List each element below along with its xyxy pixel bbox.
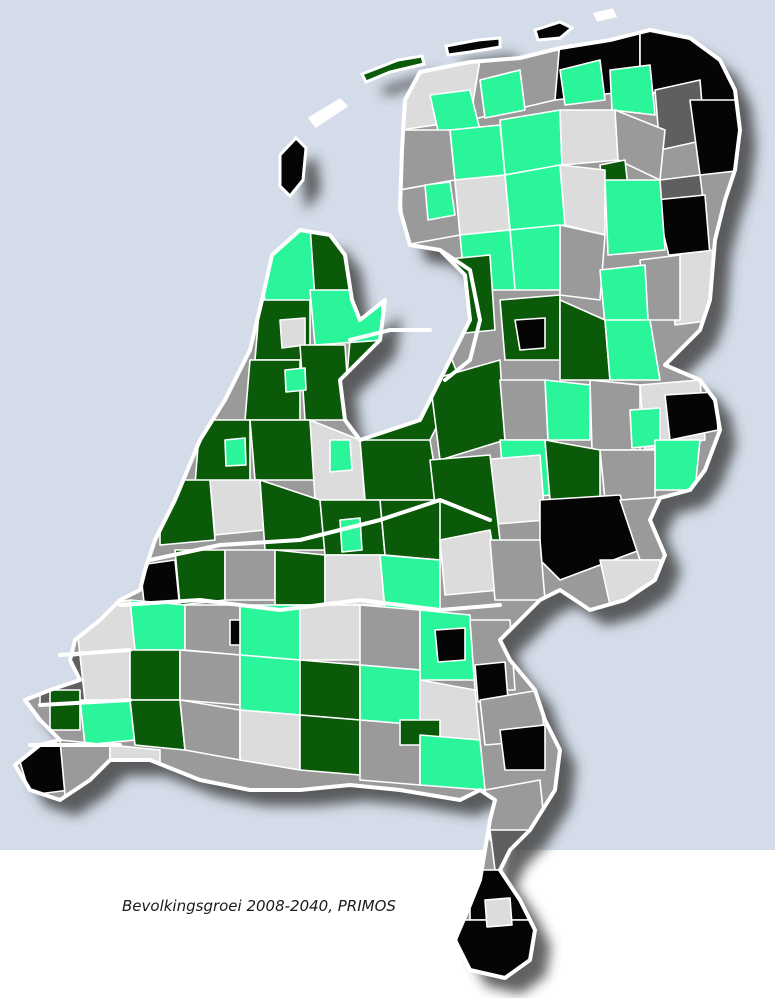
island-texel (278, 135, 308, 199)
mainland (13, 28, 742, 980)
wadden-islands (278, 8, 618, 199)
island-schiermonnikoog (533, 20, 575, 42)
island-ameland (444, 36, 502, 57)
island-rottumeroog (592, 8, 618, 22)
island-terschelling (359, 54, 426, 84)
island-vlieland (307, 98, 349, 129)
map-caption: Bevolkingsgroei 2008-2040, PRIMOS (122, 897, 396, 915)
